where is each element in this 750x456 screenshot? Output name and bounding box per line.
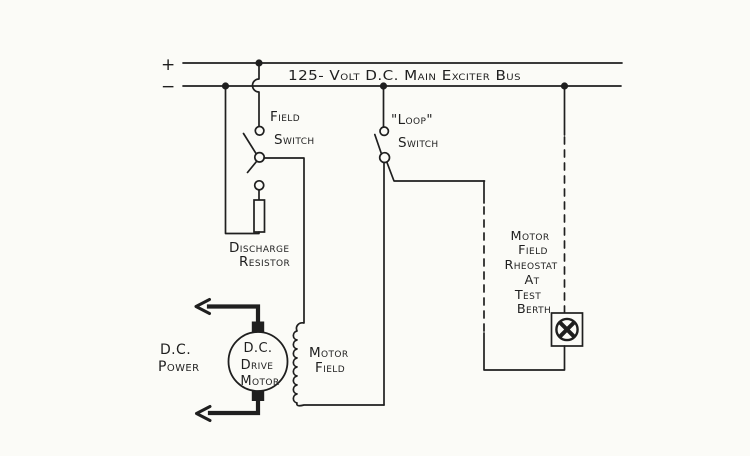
drive-motor-label: D.C. — [244, 341, 273, 356]
switch-contact — [379, 126, 390, 137]
loop-switch-branch-wire — [385, 161, 486, 182]
motor-terminal — [251, 321, 265, 333]
discharge-resistor: Discharge Resistor — [224, 88, 290, 270]
motor-field-coil — [263, 157, 385, 407]
rheostat-return-wire — [483, 332, 566, 371]
switch-blade-tail — [246, 160, 258, 174]
field-switch-feed-wire — [251, 62, 260, 128]
resistor-return-wire — [224, 88, 260, 235]
motor-field-label: Motor — [309, 345, 349, 361]
motor-field-label: Field — [315, 360, 345, 376]
bus-label: 125- Volt D.C. Main Exciter Bus — [288, 68, 521, 84]
motor-top-lead — [206, 304, 261, 328]
loop-switch: "Loop" Switch — [373, 88, 486, 406]
junction-dot — [221, 82, 230, 90]
discharge-resistor-label: Discharge — [229, 240, 290, 256]
field-switch: Field Switch — [242, 62, 315, 174]
switch-blade — [373, 133, 383, 155]
field-switch-label: Field — [270, 109, 300, 125]
dc-power-label: Power — [158, 359, 199, 375]
negative-terminal-label: − — [161, 77, 175, 97]
motor-field: Motor Field — [263, 157, 385, 407]
arrow-left-icon — [195, 405, 212, 422]
exciter-bus: + − 125- Volt D.C. Main Exciter Bus — [161, 55, 623, 97]
motor-bottom-lead — [207, 396, 261, 416]
drive-motor-label: Drive — [241, 358, 274, 373]
junction-dot — [560, 82, 569, 90]
rheostat-label: Berth — [517, 302, 551, 317]
rheostat-label: Motor — [511, 229, 550, 244]
positive-terminal-label: + — [161, 55, 175, 75]
switch-contact — [254, 125, 265, 136]
switch-contact — [253, 179, 265, 191]
junction-dot — [379, 82, 388, 90]
drive-motor: D.C. Drive Motor D.C. Power — [158, 298, 289, 422]
rheostat-label: Rheostat — [504, 258, 557, 273]
rheostat-label: Field — [518, 243, 548, 258]
switch-blade — [242, 132, 257, 155]
field-switch-label: Switch — [274, 132, 315, 148]
arrow-left-icon — [194, 298, 211, 315]
rheostat-label: Test — [514, 288, 541, 303]
drive-motor-label: Motor — [240, 374, 279, 389]
rheostat-lamp-icon — [555, 317, 579, 342]
loop-switch-label: Switch — [398, 135, 439, 151]
rheostat-lamp-cross-icon — [558, 320, 576, 339]
discharge-resistor-label: Resistor — [239, 254, 290, 270]
resistor-body — [253, 199, 266, 233]
loop-switch-label: "Loop" — [391, 112, 433, 128]
rheostat-branch: Motor Field Rheostat At Test Berth — [483, 88, 584, 371]
rheostat-label: At — [524, 273, 539, 288]
dc-power-label: D.C. — [160, 342, 191, 358]
motor-terminal — [251, 390, 265, 401]
